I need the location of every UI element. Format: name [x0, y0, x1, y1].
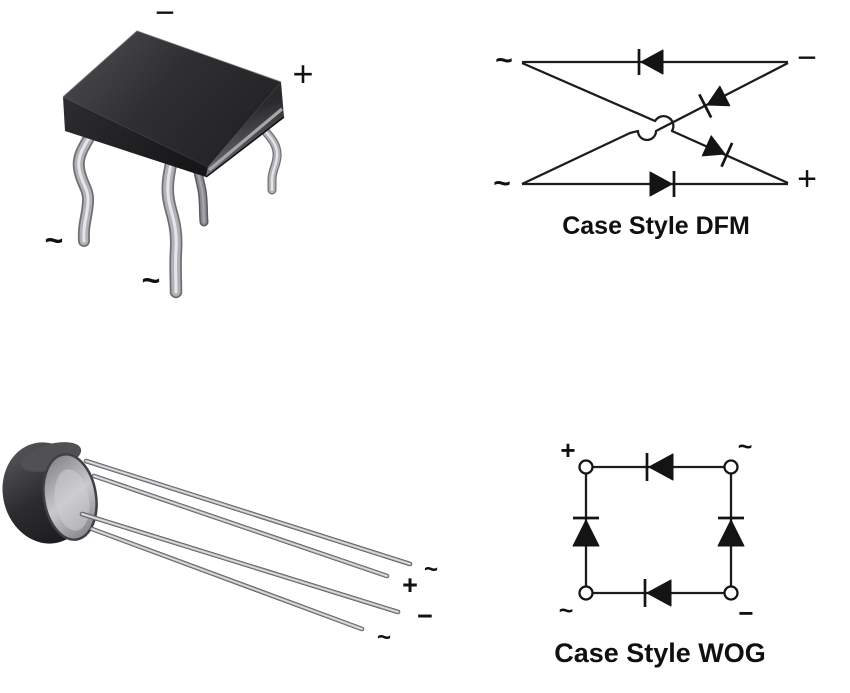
dfm-photo-plus-label: + [292, 53, 313, 94]
package-top-edge-sheen [62, 30, 282, 98]
wog-can-body [2, 442, 98, 544]
dfm-lead-back-left [72, 120, 102, 247]
package-bevel-highlight [207, 107, 284, 172]
wog-lead-3 [79, 511, 401, 615]
package-top-face [63, 31, 281, 167]
diode-lower-diagonal [701, 135, 734, 168]
dfm-lead-front-right [193, 167, 209, 227]
wog-diagram-ac-left-label: ~ [559, 597, 574, 625]
diode-bottom [643, 579, 672, 607]
diode-triangle [649, 171, 673, 197]
wog-caption: Case Style WOG [554, 638, 766, 668]
dfm-caption: Case Style DFM [562, 212, 750, 240]
dfm-diagram-ac-top-label: ~ [495, 44, 513, 77]
package-front-face [63, 97, 208, 177]
wog-photo-ac-bottom-label: ~ [377, 624, 391, 651]
wog-lead-4 [89, 526, 365, 632]
dfm-diagram-ac-bottom-label: ~ [493, 167, 511, 200]
diode-triangle [706, 85, 731, 107]
terminal-circle-minus [723, 585, 739, 601]
dfm-photo-minus-label: − [155, 0, 175, 32]
diode-top [637, 49, 664, 75]
wog-diagram-minus-label: − [738, 598, 753, 628]
dfm-package-body [62, 30, 285, 178]
diode-cathode-bar [720, 142, 734, 168]
wog-diagram-ac-right-label: ~ [738, 433, 753, 461]
dfm-photo-ac-left-label: ~ [45, 222, 64, 258]
diode-left [572, 516, 600, 547]
wog-lead-2 [91, 473, 390, 579]
terminal-circle-ac-right [723, 459, 739, 475]
diode-right [717, 516, 745, 547]
terminal-circle-plus [578, 459, 594, 475]
diode-top [645, 453, 674, 481]
diode-upper-diagonal [698, 85, 731, 119]
dfm-package-photo: − + ~ ~ [45, 0, 314, 299]
diode-triangle [717, 519, 745, 547]
dfm-diagonal-ac1-to-plus [521, 61, 789, 185]
dfm-photo-ac-bottom-label: ~ [142, 262, 161, 298]
wog-lead-1 [83, 458, 413, 567]
dfm-diagonal-ac2-to-minus [521, 61, 789, 186]
diode-cathode-bar [698, 93, 713, 119]
package-bottom-edge [205, 116, 285, 178]
dfm-schematic: ~ ~ − + Case Style DFM [493, 39, 817, 240]
dfm-diagram-plus-label: + [797, 160, 817, 198]
wog-package-photo: ~ + − ~ [2, 442, 438, 651]
dfm-lead-back-right [257, 123, 282, 195]
diode-triangle [572, 519, 600, 547]
diode-triangle [640, 49, 664, 75]
wog-photo-plus-label: + [402, 570, 418, 600]
wog-schematic: + ~ ~ − Case Style WOG [554, 433, 766, 668]
diode-bottom [649, 171, 676, 197]
wog-photo-minus-label: − [417, 601, 433, 631]
dfm-lead-front-center [161, 153, 183, 299]
diode-triangle [646, 579, 672, 607]
diode-triangle [648, 453, 674, 481]
wog-diagram-plus-label: + [560, 435, 575, 465]
diode-triangle [701, 135, 726, 157]
package-bevel-face [206, 82, 284, 177]
dfm-diagram-minus-label: − [797, 39, 817, 77]
terminal-circle-ac-left [578, 585, 594, 601]
wog-photo-ac-top-label: ~ [424, 556, 438, 583]
